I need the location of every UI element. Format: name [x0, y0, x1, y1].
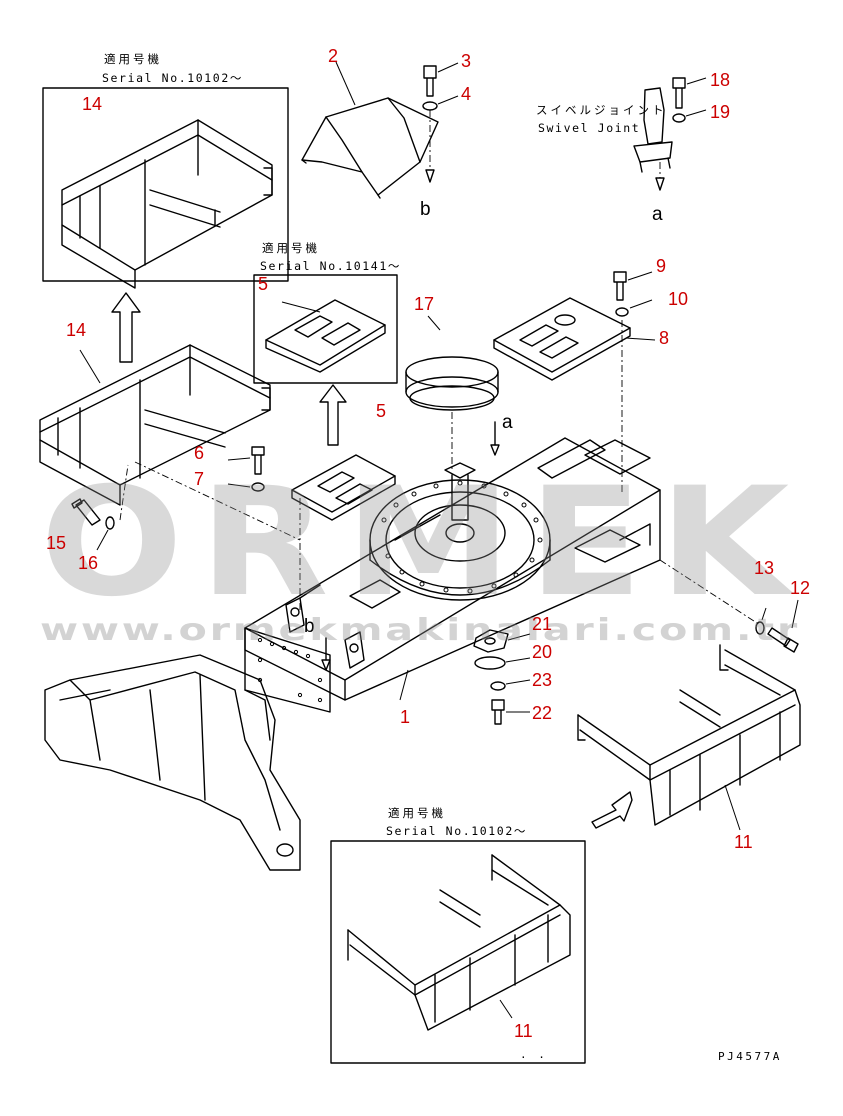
watermark-brand: ORMEK: [40, 456, 805, 630]
part-11-guard: [577, 644, 801, 831]
part-12-bolt: [767, 599, 799, 653]
part-17-swing-ring: [405, 315, 499, 470]
flow-letter-a-top: a: [652, 204, 663, 225]
part-16-washer: [96, 516, 115, 551]
callout-12: 12: [790, 578, 810, 598]
callout-21: 21: [532, 614, 552, 634]
callout-15: 15: [46, 533, 66, 553]
watermark-url: www.ormekmakinalari.com.tr: [40, 613, 800, 648]
callout-10: 10: [668, 289, 688, 309]
leader-line-12-13: [659, 559, 761, 626]
inset-top-left-applicable-label: 適用号機: [104, 52, 162, 66]
callout-numbers: 2 3 4 18 19 14 5 17 9 10 8 14 5 6 7 15 1…: [46, 46, 810, 1041]
inset-middle-applicable-label: 適用号機: [262, 241, 320, 255]
inset-bottom-applicable-label: 適用号機: [388, 806, 446, 820]
arrow-down-left-to-inset-11: [591, 791, 633, 829]
part-22-bolt: [491, 699, 530, 725]
part-9-bolt: [613, 271, 653, 301]
part-14-guard: [39, 344, 271, 506]
inset-top-left-serial-label: Serial No.10102～: [102, 71, 243, 85]
inset-middle-frame: [253, 274, 398, 384]
inset-top-left-frame: [42, 87, 289, 282]
callout-8: 8: [659, 328, 669, 348]
arrow-to-b: [425, 110, 435, 183]
arrow-b-down: [321, 637, 331, 671]
callout-9: 9: [656, 256, 666, 276]
center-line-guard: [134, 461, 301, 541]
part-14-guard-inset: [61, 119, 273, 289]
track-frame: [44, 654, 301, 871]
swivel-joint-label-en: Swivel Joint: [538, 121, 640, 135]
part-21-plate: [473, 629, 531, 653]
callout-11: 11: [734, 832, 753, 852]
part-1-revolving-frame: [244, 437, 661, 713]
callout-23: 23: [532, 670, 552, 690]
part-18-bolt: [672, 77, 707, 109]
part-4-washer: [422, 95, 459, 111]
callout-17: 17: [414, 294, 434, 314]
callout-19: 19: [710, 102, 730, 122]
callout-13: 13: [754, 558, 774, 578]
arrow-up-from-middle-cover: [319, 384, 347, 446]
callout-20: 20: [532, 642, 552, 662]
callout-14-inset: 14: [82, 94, 102, 114]
drawing-code: PJ4577A: [718, 1050, 782, 1063]
callout-6: 6: [194, 443, 204, 463]
callout-1: 1: [400, 707, 410, 727]
part-10-washer: [615, 299, 653, 317]
swivel-joint-label-jp: スイベルジョイント: [536, 103, 667, 117]
inset-bottom: 適用号機 Serial No.10102～ . .: [330, 806, 586, 1064]
part-8-cover: [493, 297, 656, 381]
arrow-up-to-inset-14: [111, 292, 141, 363]
inset-bottom-frame: [330, 840, 586, 1064]
leader-line-15-16: [119, 464, 129, 521]
part-3-bolt: [423, 62, 459, 97]
part-6-bolt: [227, 446, 265, 475]
callout-16: 16: [78, 553, 98, 573]
part-5-cover-inset: [265, 299, 386, 373]
part-7-washer: [227, 482, 265, 492]
flow-letter-a-frame: a: [502, 412, 513, 433]
callout-14: 14: [66, 320, 86, 340]
flow-letter-b-frame: b: [304, 616, 315, 637]
callout-2: 2: [328, 46, 338, 66]
part-15-bolt: [71, 498, 101, 526]
part-23-washer: [490, 679, 531, 691]
callout-4: 4: [461, 84, 471, 104]
callout-5: 5: [376, 401, 386, 421]
watermark: ORMEK www.ormekmakinalari.com.tr: [40, 456, 805, 648]
inset-bottom-serial-label: Serial No.10102～: [386, 824, 527, 838]
part-2-cover: [301, 61, 439, 199]
inset-middle-serial-label: Serial No.10141～: [260, 259, 401, 273]
callout-22: 22: [532, 703, 552, 723]
leader-line-1: [399, 669, 409, 701]
part-11-guard-inset: [347, 854, 571, 1031]
flow-letter-b-top: b: [420, 199, 431, 220]
swivel-joint: スイベルジョイント Swivel Joint: [536, 87, 673, 191]
part-13-washer: [755, 607, 767, 635]
inset-bottom-dots: . .: [520, 1048, 547, 1061]
callout-7: 7: [194, 469, 204, 489]
part-20-gasket: [474, 656, 531, 670]
inset-middle: 適用号機 Serial No.10141～: [253, 241, 401, 384]
callout-18: 18: [710, 70, 730, 90]
callout-11-inset: 11: [514, 1021, 533, 1041]
part-19-washer: [672, 109, 707, 123]
callout-5-inset: 5: [258, 274, 268, 294]
arrow-a-down: [490, 421, 500, 456]
callout-3: 3: [461, 51, 471, 71]
inset-top-left: 適用号機 Serial No.10102～: [42, 52, 289, 289]
